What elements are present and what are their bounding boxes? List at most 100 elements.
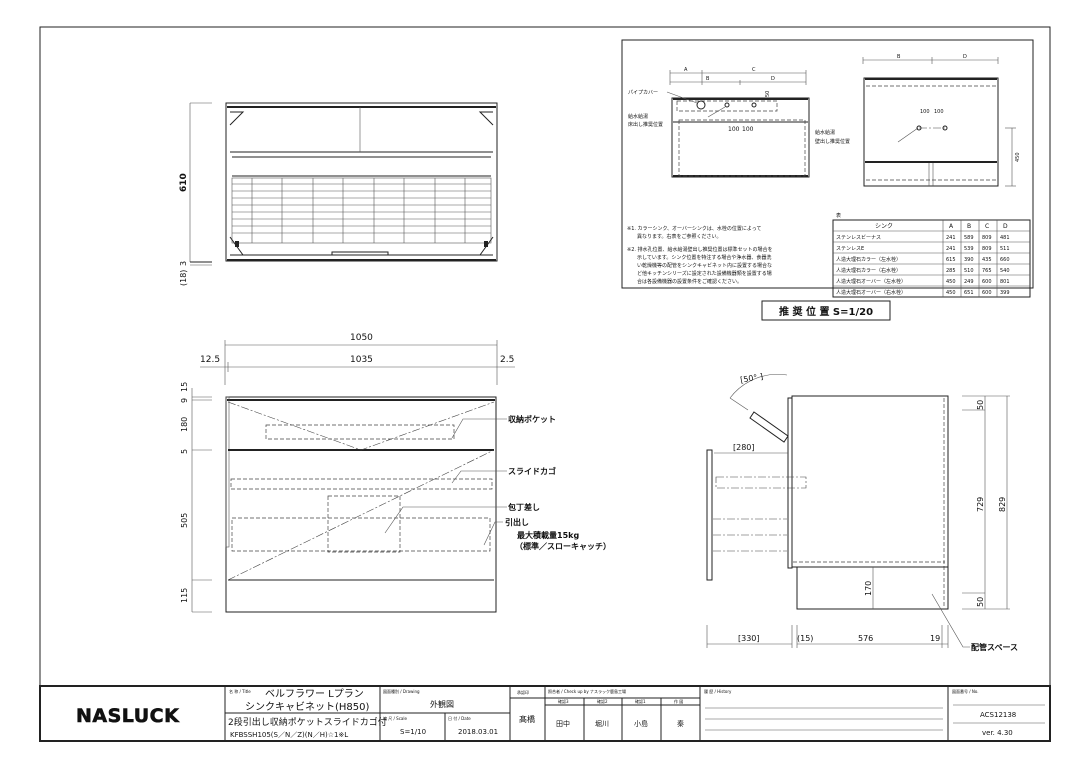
pocket-hidden xyxy=(265,424,455,440)
check-header-2: 確認2 xyxy=(597,698,608,704)
checker-1: 小島 xyxy=(634,719,648,728)
note-2-line-4: ど他キッチンシリーズに設定された設備機器類を設置する場 xyxy=(637,270,772,277)
note-1-line-2: 異なります。右表をご参照ください。 xyxy=(637,233,722,240)
drafter: 秦 xyxy=(677,719,684,728)
dim-19: 19 xyxy=(930,634,940,643)
table-header: A xyxy=(949,223,954,230)
dim-170: 170 xyxy=(864,581,873,596)
title-label: 名 称 / Title xyxy=(229,688,251,694)
caption-box xyxy=(761,300,891,321)
note-1-line-1: ※1. カラーシンク、オーバーシンクは、水栓の位置によって xyxy=(627,225,761,232)
panel-frame xyxy=(621,39,1034,289)
title-line-2: シンクキャビネット(H850) xyxy=(245,701,370,713)
knife-holder-hidden xyxy=(327,495,401,553)
slide-basket-hidden xyxy=(230,478,493,490)
table-row-sink-name: 人造大理石カラー（右水栓） xyxy=(836,267,901,274)
date-value: 2018.03.01 xyxy=(458,728,498,736)
dim-50-bottom: 50 xyxy=(976,597,985,607)
note-2-line-1: ※2. 排水孔位置、給水給湯壁出し推奨位置は標準セットの場合を xyxy=(627,246,773,253)
table-row-sink-name: 人造大理石カラー（左水栓） xyxy=(836,256,901,263)
table-cell: 801 xyxy=(1000,279,1010,285)
table-row-sink-name: ステンレスE xyxy=(836,246,864,252)
dim-610: 610 xyxy=(179,173,189,192)
table-cell: 511 xyxy=(1000,246,1010,252)
table-title: 表 xyxy=(836,212,841,219)
sheet-frame xyxy=(39,26,1051,742)
pipe-cover-icon xyxy=(696,100,706,110)
model-number: KFBSSH105(S／N／Z)(N／H)☆1※L xyxy=(230,731,348,739)
checker-2: 堀川 xyxy=(595,719,609,728)
table-cell: 249 xyxy=(964,279,974,285)
table-cell: 241 xyxy=(946,235,956,241)
dim-A: A xyxy=(684,67,688,73)
dim-C: C xyxy=(752,67,756,73)
table-header: シンク xyxy=(875,223,893,230)
table-cell: 481 xyxy=(1000,235,1010,241)
side-dim-B: B xyxy=(897,54,901,60)
extended-drawer-front xyxy=(706,449,713,581)
dim-2-5: 2.5 xyxy=(500,355,514,365)
recommended-position-panel: A C B D 50 パイプカバー 給水給湯 床出し推奨位置 100 100 B… xyxy=(621,39,1034,298)
table-cell: 765 xyxy=(982,268,992,274)
title-line-3: 2段引出し収納ポケットスライドカゴ付 xyxy=(228,716,387,728)
table-cell: 390 xyxy=(964,257,974,263)
table-row-sink-name: 人造大理石オーバー（右水栓） xyxy=(836,289,906,296)
dim-505: 505 xyxy=(180,513,189,528)
table-cell: 435 xyxy=(982,257,992,263)
table-cell: 399 xyxy=(1000,290,1010,296)
label-knife-holder: 包丁差し xyxy=(507,502,540,512)
dim-829: 829 xyxy=(998,497,1007,512)
table-cell: 660 xyxy=(1000,257,1010,263)
table-cell: 600 xyxy=(982,290,992,296)
table-cell: 450 xyxy=(946,279,956,285)
table-cell: 285 xyxy=(946,268,956,274)
dim-115: 115 xyxy=(180,588,189,603)
check-header-draft: 作 図 xyxy=(674,698,683,704)
side-view: [280] [50° ] 50 729 829 50 170 [330] (15… xyxy=(706,372,1018,652)
dim-15-side: (15) xyxy=(797,634,813,643)
door-panel xyxy=(787,397,793,569)
table-cell: 450 xyxy=(946,290,956,296)
table-frame xyxy=(832,219,1031,298)
drawing-number: ACS12138 xyxy=(980,711,1016,719)
pocket-open-line xyxy=(227,401,495,451)
sink-side-outline xyxy=(863,77,999,187)
table-cell: 510 xyxy=(964,268,974,274)
table-header: C xyxy=(985,223,989,230)
note-2-line-3: い乾燥機等の配管をシンクキャビネット内に設置する場合な xyxy=(637,262,772,269)
table-header: D xyxy=(1003,223,1008,230)
table-cell: 241 xyxy=(946,246,956,252)
approval-label: 承認印 xyxy=(517,689,529,695)
dim-1050: 1050 xyxy=(350,333,373,343)
dim-1035: 1035 xyxy=(350,355,373,365)
drawing-label: 図面種別 / Drawing xyxy=(383,688,420,694)
table-cell: 540 xyxy=(1000,268,1010,274)
dim-50-top: 50 xyxy=(976,400,985,410)
dim-15: 15 xyxy=(180,382,189,392)
side-outline xyxy=(791,395,949,568)
table-cell: 651 xyxy=(964,290,974,296)
table-cell: 809 xyxy=(982,235,992,241)
label-floor-supply-position: 床出し推奨位置 xyxy=(628,121,663,128)
label-wall-supply: 給水給湯 xyxy=(815,129,835,136)
side-dim-100-a: 100 xyxy=(920,109,930,115)
label-piping-space: 配管スペース xyxy=(971,642,1018,652)
dim-576: 576 xyxy=(858,634,873,643)
drawing-type: 外観図 xyxy=(430,699,454,709)
slide-basket-grid xyxy=(231,177,492,244)
check-label: 照合者 / Check up by ナスラック鹿島工場 xyxy=(548,688,626,694)
label-pipe-cover: パイプカバー xyxy=(628,90,658,96)
recommended-position-caption: 推 奨 位 置 S=1/20 xyxy=(779,305,873,318)
handle xyxy=(331,251,389,256)
table-cell: 589 xyxy=(964,235,974,241)
table-header: B xyxy=(967,223,971,230)
note-2-line-5: 合は各設備機器の設置条件をご確認ください。 xyxy=(637,278,742,285)
label-floor-supply: 給水給湯 xyxy=(628,113,648,120)
dim-180: 180 xyxy=(180,417,189,432)
angle-50: [50° ] xyxy=(740,372,764,385)
drawer-open-line xyxy=(227,449,495,581)
title-line-1: ベルフラワー Lプラン xyxy=(265,688,364,700)
checker-3: 田中 xyxy=(556,719,570,728)
scale-value: S=1/10 xyxy=(400,728,426,736)
